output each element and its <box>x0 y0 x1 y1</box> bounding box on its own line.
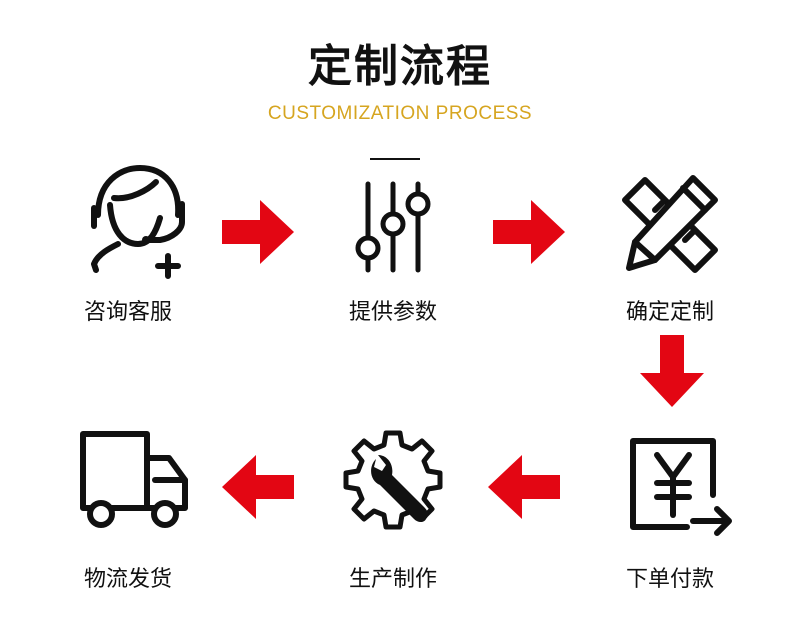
step-params-icon-wrap <box>293 178 493 278</box>
step-consult-icon-wrap <box>33 160 233 280</box>
step-produce-icon-wrap <box>293 425 493 535</box>
pencil-ruler-icon <box>622 175 718 273</box>
page-subtitle: CUSTOMIZATION PROCESS <box>267 103 533 124</box>
step-label-consult: 咨询客服 <box>83 300 172 325</box>
customer-service-icon <box>91 165 185 279</box>
step-confirm-icon-wrap <box>570 170 770 280</box>
step-ship-icon-wrap <box>33 428 233 533</box>
step-label-produce: 生产制作 <box>348 567 437 592</box>
arrow-left-icon <box>222 455 294 519</box>
step-pay-icon-wrap <box>582 435 782 545</box>
arrow-left-icon <box>488 455 560 519</box>
step-label-ship: 物流发货 <box>83 567 172 592</box>
arrow-down-icon <box>640 335 704 407</box>
step-label-confirm: 确定定制 <box>625 300 714 325</box>
page-title: 定制流程 <box>308 41 492 92</box>
delivery-truck-icon <box>80 431 188 528</box>
sliders-icon <box>355 181 431 273</box>
arrow-right-icon <box>222 200 294 264</box>
arrow-right-icon <box>493 200 565 264</box>
gear-wrench-icon <box>343 430 443 530</box>
title-divider <box>370 158 420 160</box>
yuan-payment-icon <box>630 438 732 536</box>
step-label-pay: 下单付款 <box>625 567 714 592</box>
step-label-params: 提供参数 <box>348 300 437 325</box>
